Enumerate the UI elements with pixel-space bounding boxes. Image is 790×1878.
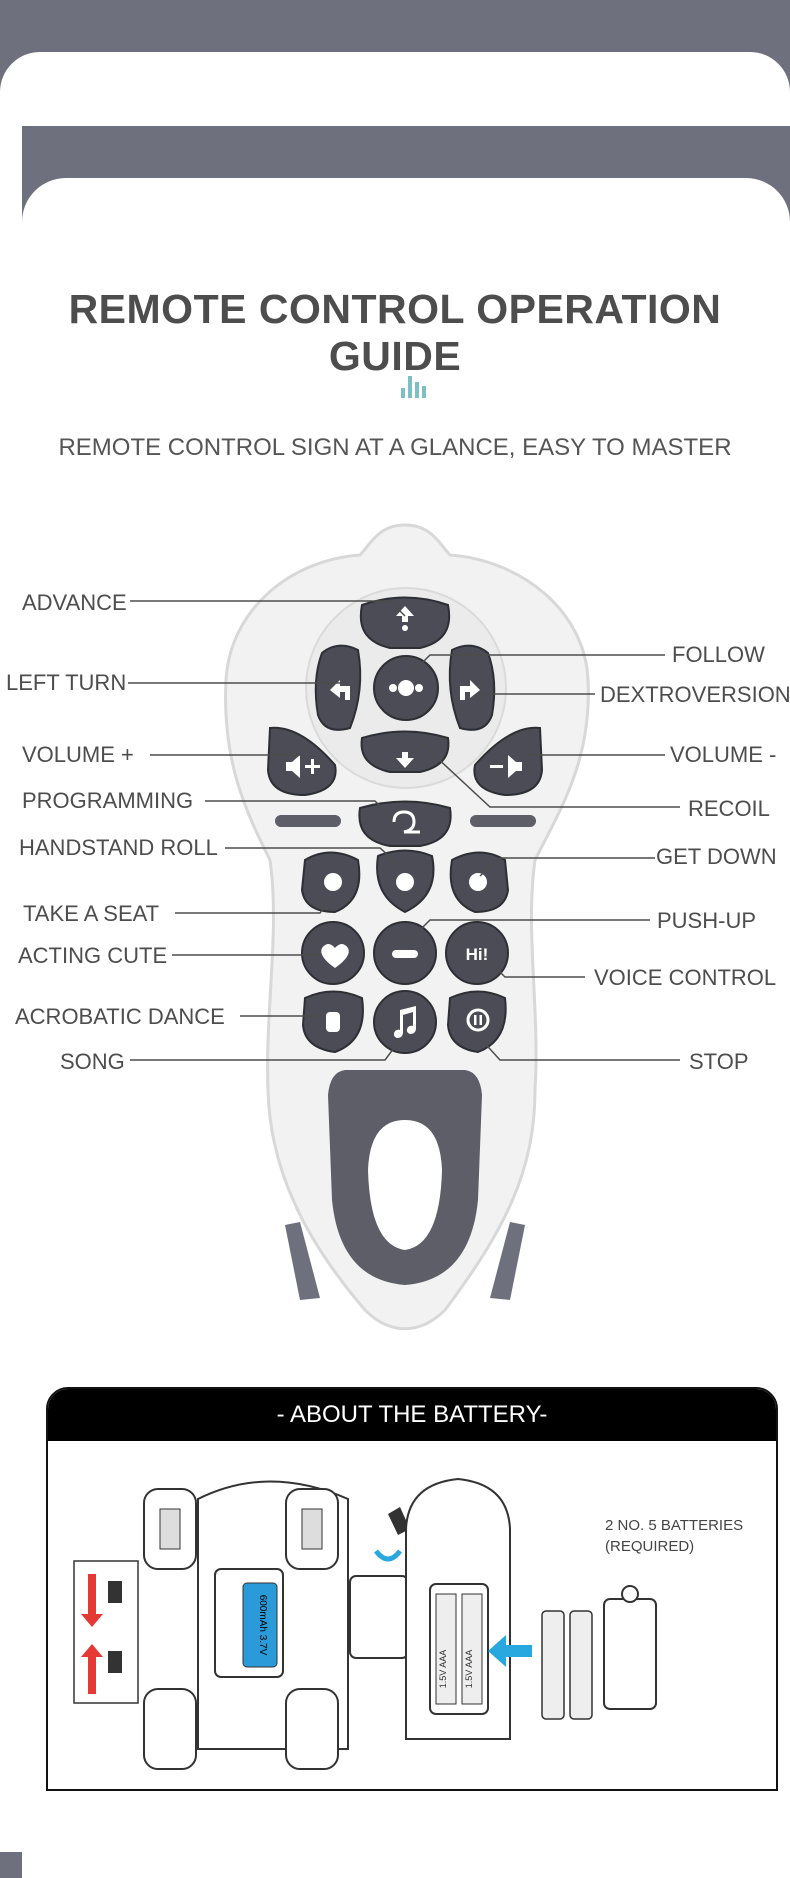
follow-icon [398, 680, 414, 696]
speaker-plus-icon [286, 755, 320, 778]
stop-icon [466, 1008, 490, 1032]
label-volume-down: VOLUME - [670, 742, 777, 767]
red-arrow-up-icon [81, 1644, 103, 1694]
remote-illustration: Hi! [128, 523, 680, 1331]
music-note-icon [393, 1006, 416, 1038]
label-volume-up: VOLUME + [22, 742, 134, 767]
label-recoil: RECOIL [688, 796, 770, 821]
recoil-button [360, 730, 450, 773]
programming-loop-icon [392, 810, 420, 834]
label-handstand-roll: HANDSTAND ROLL [19, 835, 218, 860]
label-stop: STOP [689, 1049, 749, 1074]
label-follow: FOLLOW [672, 642, 765, 667]
dog-seat-icon [324, 873, 342, 891]
battery-pack-icon [242, 1582, 278, 1668]
dog-down-icon [469, 873, 487, 891]
battery-panel: - ABOUT THE BATTERY- 600mAh 3.7V 1.5V AA… [46, 1387, 778, 1791]
cell-label-1: 1.5V AAA [438, 1650, 448, 1689]
stop-button [446, 990, 507, 1054]
advance-button [359, 596, 451, 649]
voice-control-button [445, 921, 509, 985]
cell-label-2: 1.5V AAA [464, 1650, 474, 1689]
battery-note-line2: (REQUIRED) [605, 1538, 695, 1555]
label-left-turn: LEFT TURN [6, 670, 127, 695]
dog-pushup-icon [392, 950, 418, 958]
equalizer-icon [401, 376, 429, 398]
battery-pack-label: 600mAh 3.7V [257, 1595, 268, 1656]
up-arrow-icon [396, 606, 414, 622]
label-voice-control: VOICE CONTROL [594, 965, 777, 990]
label-advance: ADVANCE [22, 590, 127, 615]
speaker-minus-icon [490, 755, 522, 778]
label-acrobatic-dance: ACROBATIC DANCE [15, 1004, 225, 1029]
battery-heading: - ABOUT THE BATTERY- [48, 1389, 776, 1441]
label-take-a-seat: TAKE A SEAT [23, 901, 160, 926]
dance-icon [326, 1012, 340, 1032]
page-subtitle: REMOTE CONTROL SIGN AT A GLANCE, EASY TO… [58, 434, 732, 461]
blue-arrow-icon [488, 1635, 532, 1667]
label-song: SONG [60, 1049, 125, 1074]
voice-hi-icon: Hi! [466, 945, 489, 964]
red-arrow-down-icon [81, 1574, 103, 1627]
battery-note: 2 NO. 5 BATTERIES (REQUIRED) [605, 1515, 765, 1557]
label-programming: PROGRAMMING [22, 788, 194, 813]
dog-roll-icon [396, 873, 414, 891]
page-title: REMOTE CONTROL OPERATION GUIDE [68, 286, 722, 379]
left-turn-icon [330, 680, 350, 700]
down-arrow-icon [396, 752, 414, 768]
label-acting-cute: ACTING CUTE [18, 943, 168, 968]
right-turn-icon [460, 680, 480, 700]
label-dextroversion: DEXTROVERSION [600, 682, 790, 707]
battery-note-line1: 2 NO. 5 BATTERIES [605, 1517, 744, 1534]
battery-illustration: 600mAh 3.7V 1.5V AAA 1.5V AAA [73, 1477, 657, 1770]
screwdriver-icon [388, 1507, 410, 1535]
heart-icon [321, 944, 349, 968]
volume-up-button [266, 726, 337, 797]
label-get-down: GET DOWN [656, 844, 777, 869]
song-button [373, 990, 437, 1054]
programming-button [358, 800, 452, 847]
label-push-up: PUSH-UP [657, 908, 757, 933]
